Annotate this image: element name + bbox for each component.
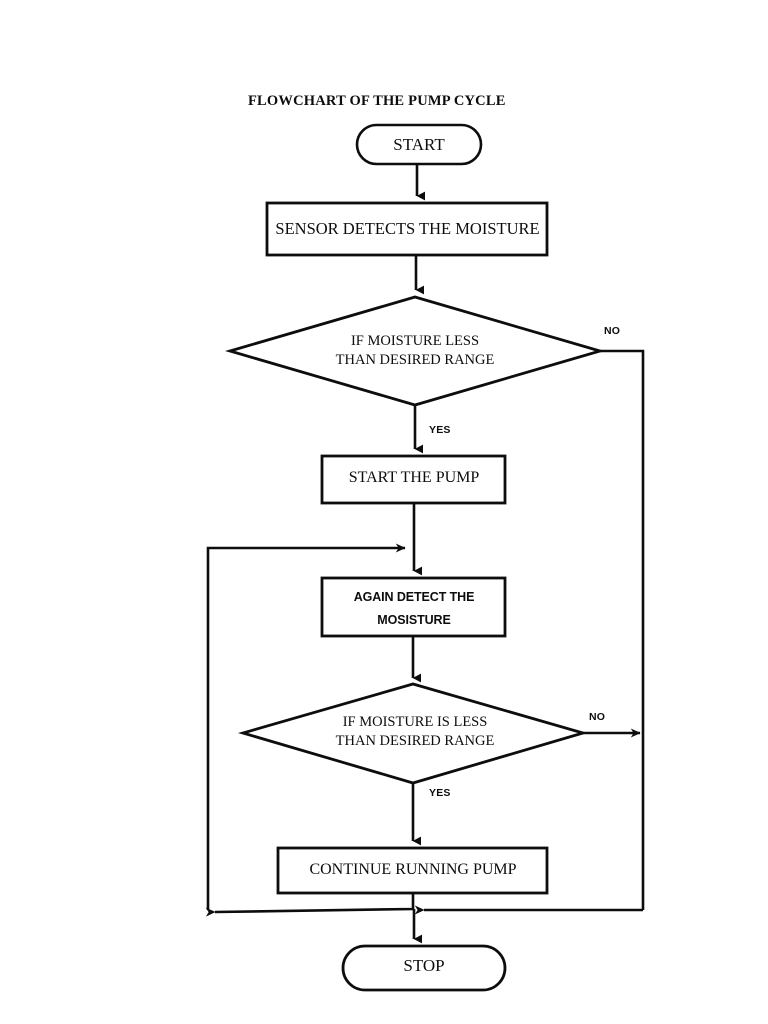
node-decision1-shape: [225, 295, 605, 407]
node-again-shape: [320, 576, 507, 638]
edge-decision1-no: [600, 349, 645, 910]
node-start-shape: [355, 123, 483, 166]
edge-continue-loopback-riser: [206, 543, 406, 910]
node-continue-shape: [276, 846, 549, 895]
node-decision2-shape: [237, 682, 589, 785]
node-sensor-shape: [265, 201, 549, 257]
node-startpump-shape: [320, 454, 507, 505]
node-stop-shape: [341, 944, 507, 992]
edge-continue-to-bottom-rail: [205, 893, 415, 917]
